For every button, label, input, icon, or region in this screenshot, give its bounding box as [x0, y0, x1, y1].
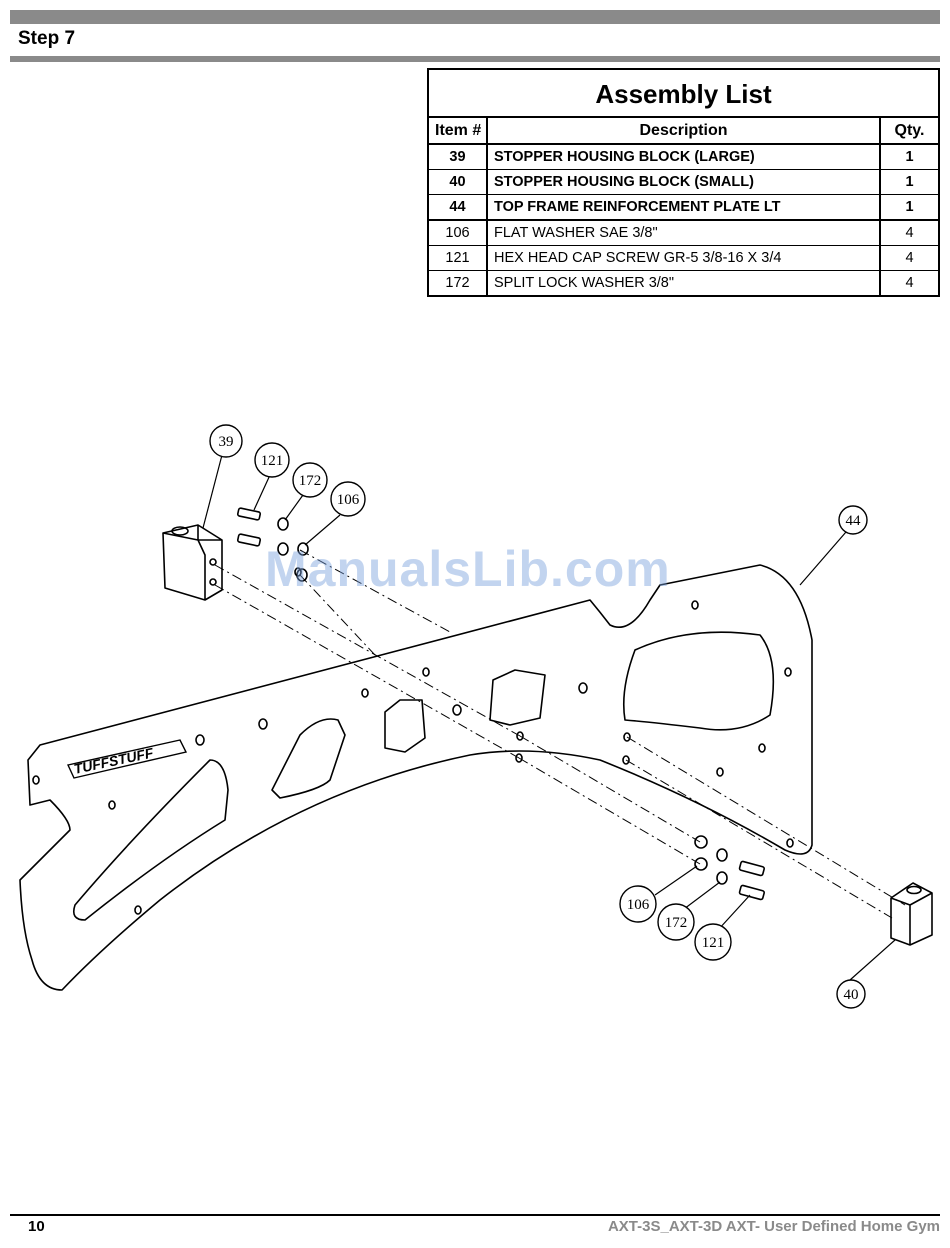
item-qty: 1	[880, 169, 938, 195]
item-qty: 4	[880, 220, 938, 246]
step-title: Step 7	[18, 28, 76, 49]
plate-hole	[758, 743, 766, 753]
item-qty: 4	[905, 275, 914, 291]
callout-121: 121	[261, 453, 284, 469]
plate-cutout	[622, 631, 775, 731]
stopper-block-small	[890, 882, 933, 946]
item-qty: 1	[880, 194, 938, 221]
footer-doc-title: AXT-3S_AXT-3D AXT- User Defined Home Gym	[607, 1218, 940, 1235]
assembly-list-title: Assembly List	[429, 70, 938, 118]
plate-hole	[361, 688, 369, 698]
plate-hole	[134, 905, 142, 915]
callout-40: 40	[844, 987, 859, 1003]
plate-cutout	[384, 699, 426, 753]
callout-172: 172	[665, 915, 688, 931]
table-row: 106 FLAT WASHER SAE 3/8" 4	[429, 220, 938, 246]
plate-hole	[622, 755, 630, 765]
item-number: 39	[429, 144, 488, 170]
column-header-item: Item #	[429, 118, 488, 145]
item-qty: 4	[880, 245, 938, 271]
callout-106: 106	[337, 492, 360, 508]
plate-cutout	[271, 718, 346, 799]
column-header-qty: Qty.	[880, 118, 938, 145]
table-row: 39 STOPPER HOUSING BLOCK (LARGE) 1	[429, 144, 938, 170]
watermark: ManualsLib.com	[265, 541, 671, 597]
plate-hole	[452, 704, 462, 716]
plate-hole	[195, 734, 205, 746]
item-description: TOP FRAME REINFORCEMENT PLATE LT	[487, 194, 881, 221]
item-description: STOPPER HOUSING BLOCK (LARGE)	[487, 144, 881, 170]
plate-hole	[32, 775, 40, 785]
plate-hole	[786, 838, 794, 848]
table-row: 44 TOP FRAME REINFORCEMENT PLATE LT 1	[429, 194, 938, 221]
plate-hole	[108, 800, 116, 810]
item-number: 40	[429, 169, 488, 195]
reinforcement-plate-outline	[19, 564, 813, 991]
block-bore	[171, 526, 189, 536]
page-number: 10	[28, 1218, 45, 1235]
plate-cutout	[72, 759, 229, 921]
plate-hole	[258, 718, 268, 730]
plate-hole	[515, 753, 523, 763]
item-description: SPLIT LOCK WASHER 3/8"	[487, 270, 881, 295]
item-number: 121	[429, 245, 488, 271]
table-row: 172 SPLIT LOCK WASHER 3/8" 4	[429, 270, 938, 295]
plate-hole	[716, 767, 724, 777]
item-number: 44	[429, 194, 488, 221]
callout-44: 44	[846, 513, 862, 529]
header-bar-bottom	[10, 56, 940, 62]
footer-rule	[10, 1214, 940, 1216]
item-description: STOPPER HOUSING BLOCK (SMALL)	[487, 169, 881, 195]
table-header-row: Item # Description Qty.	[429, 118, 938, 145]
callout-121: 121	[702, 935, 725, 951]
column-header-description: Description	[487, 118, 881, 145]
plate-hole	[578, 682, 588, 694]
plate-hole	[294, 567, 302, 577]
block-hole	[209, 558, 217, 566]
item-qty: 1	[880, 144, 938, 170]
table-row: 121 HEX HEAD CAP SCREW GR-5 3/8-16 X 3/4…	[429, 245, 938, 271]
top-fasteners	[236, 507, 309, 582]
plate-hole	[623, 732, 631, 742]
item-description: FLAT WASHER SAE 3/8"	[487, 220, 881, 246]
plate-hole	[691, 600, 699, 610]
header-bar-top	[10, 10, 940, 24]
plate-hole	[422, 667, 430, 677]
tuffstuff-logo: TUFFSTUFF	[67, 739, 188, 779]
callout-106: 106	[627, 897, 650, 913]
block-hole	[209, 578, 217, 586]
assembly-diagram: TUFFSTUFF 39 121 172 106 44 106 172 121 …	[19, 424, 933, 1009]
item-number: 172	[429, 270, 488, 295]
stopper-block-large	[162, 524, 223, 601]
table-row: 40 STOPPER HOUSING BLOCK (SMALL) 1	[429, 169, 938, 195]
callout-172: 172	[299, 473, 322, 489]
callout-39: 39	[219, 434, 234, 450]
plate-hole	[516, 731, 524, 741]
bottom-fasteners	[694, 835, 765, 901]
plate-hole	[784, 667, 792, 677]
item-number: 106	[429, 220, 488, 246]
assembly-table: Item # Description Qty. 39 STOPPER HOUSI…	[429, 118, 938, 295]
svg-text:TUFFSTUFF: TUFFSTUFF	[72, 744, 155, 777]
item-description: HEX HEAD CAP SCREW GR-5 3/8-16 X 3/4	[487, 245, 881, 271]
plate-cutout	[489, 669, 546, 726]
block-bore	[906, 885, 922, 895]
assembly-list: Assembly List Item # Description Qty. 39…	[427, 68, 940, 297]
